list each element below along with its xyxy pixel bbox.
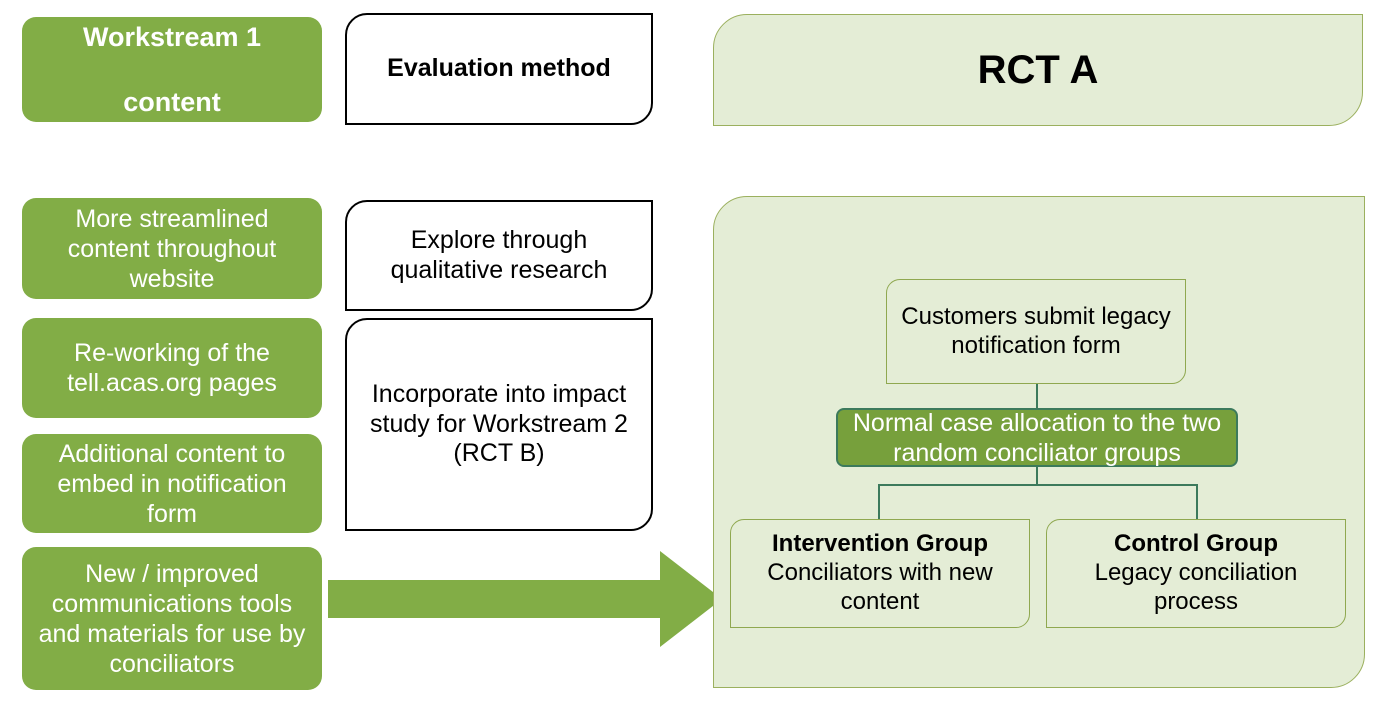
rct-step-case-allocation[interactable]: Normal case allocation to the two random… xyxy=(836,408,1238,467)
connector-branch-right xyxy=(1196,484,1198,520)
rct-branch-control-group[interactable]: Control Group Legacy conciliation proces… xyxy=(1046,519,1346,628)
workstream-item-1-label: More streamlined content throughout webs… xyxy=(67,204,277,293)
evaluation-item-1[interactable]: Explore through qualitative research xyxy=(345,200,653,311)
rct-header-label: RCT A xyxy=(977,47,1099,92)
rct-branch-intervention-group[interactable]: Intervention Group Conciliators with new… xyxy=(730,519,1030,628)
rct-branch-intervention-group-heading: Intervention Group xyxy=(772,530,988,558)
rct-branch-control-group-heading: Control Group xyxy=(1114,530,1278,558)
rct-branch-intervention-group-text: Intervention Group Conciliators with new… xyxy=(731,530,1029,616)
workstream-item-2[interactable]: Re-working of the tell.acas.org pages xyxy=(22,318,322,418)
workstream-header-box: Workstream 1 content xyxy=(22,17,322,122)
rct-branch-control-group-text: Control Group Legacy conciliation proces… xyxy=(1047,530,1345,616)
workstream-item-4-label: New / improved communications tools and … xyxy=(38,559,306,678)
workstream-item-3[interactable]: Additional content to embed in notificat… xyxy=(22,434,322,533)
connector-branch-horizontal xyxy=(878,484,1198,486)
flow-arrow-to-rct xyxy=(328,551,722,647)
rct-branch-control-group-body: Legacy conciliation process xyxy=(1094,559,1298,615)
rct-branch-intervention-group-body: Conciliators with new content xyxy=(767,559,993,615)
connector-step1-to-step2 xyxy=(1036,383,1038,409)
flow-arrow-shaft xyxy=(328,580,662,618)
evaluation-header-box: Evaluation method xyxy=(345,13,653,125)
rct-step-case-allocation-label: Normal case allocation to the two random… xyxy=(852,408,1222,467)
workstream-item-1[interactable]: More streamlined content throughout webs… xyxy=(22,198,322,299)
evaluation-header-label: Evaluation method xyxy=(387,54,611,83)
workstream-item-2-label: Re-working of the tell.acas.org pages xyxy=(67,339,277,397)
flow-arrow-head xyxy=(660,551,722,647)
workstream-header-line1: Workstream 1 xyxy=(82,21,262,52)
evaluation-item-2[interactable]: Incorporate into impact study for Workst… xyxy=(345,318,653,531)
rct-step-customers-submit-label: Customers submit legacy notification for… xyxy=(901,302,1171,359)
connector-step2-down xyxy=(1036,466,1038,485)
workstream-item-3-label: Additional content to embed in notificat… xyxy=(57,439,287,528)
evaluation-item-1-label: Explore through qualitative research xyxy=(390,226,608,284)
rct-step-customers-submit[interactable]: Customers submit legacy notification for… xyxy=(886,279,1186,384)
workstream-header-line2: content xyxy=(123,86,221,117)
evaluation-item-2-label: Incorporate into impact study for Workst… xyxy=(370,380,628,468)
rct-header-panel: RCT A xyxy=(713,14,1363,126)
connector-branch-left xyxy=(878,484,880,520)
workstream-item-4[interactable]: New / improved communications tools and … xyxy=(22,547,322,690)
workstream-header-label: Workstream 1 content xyxy=(22,21,322,118)
